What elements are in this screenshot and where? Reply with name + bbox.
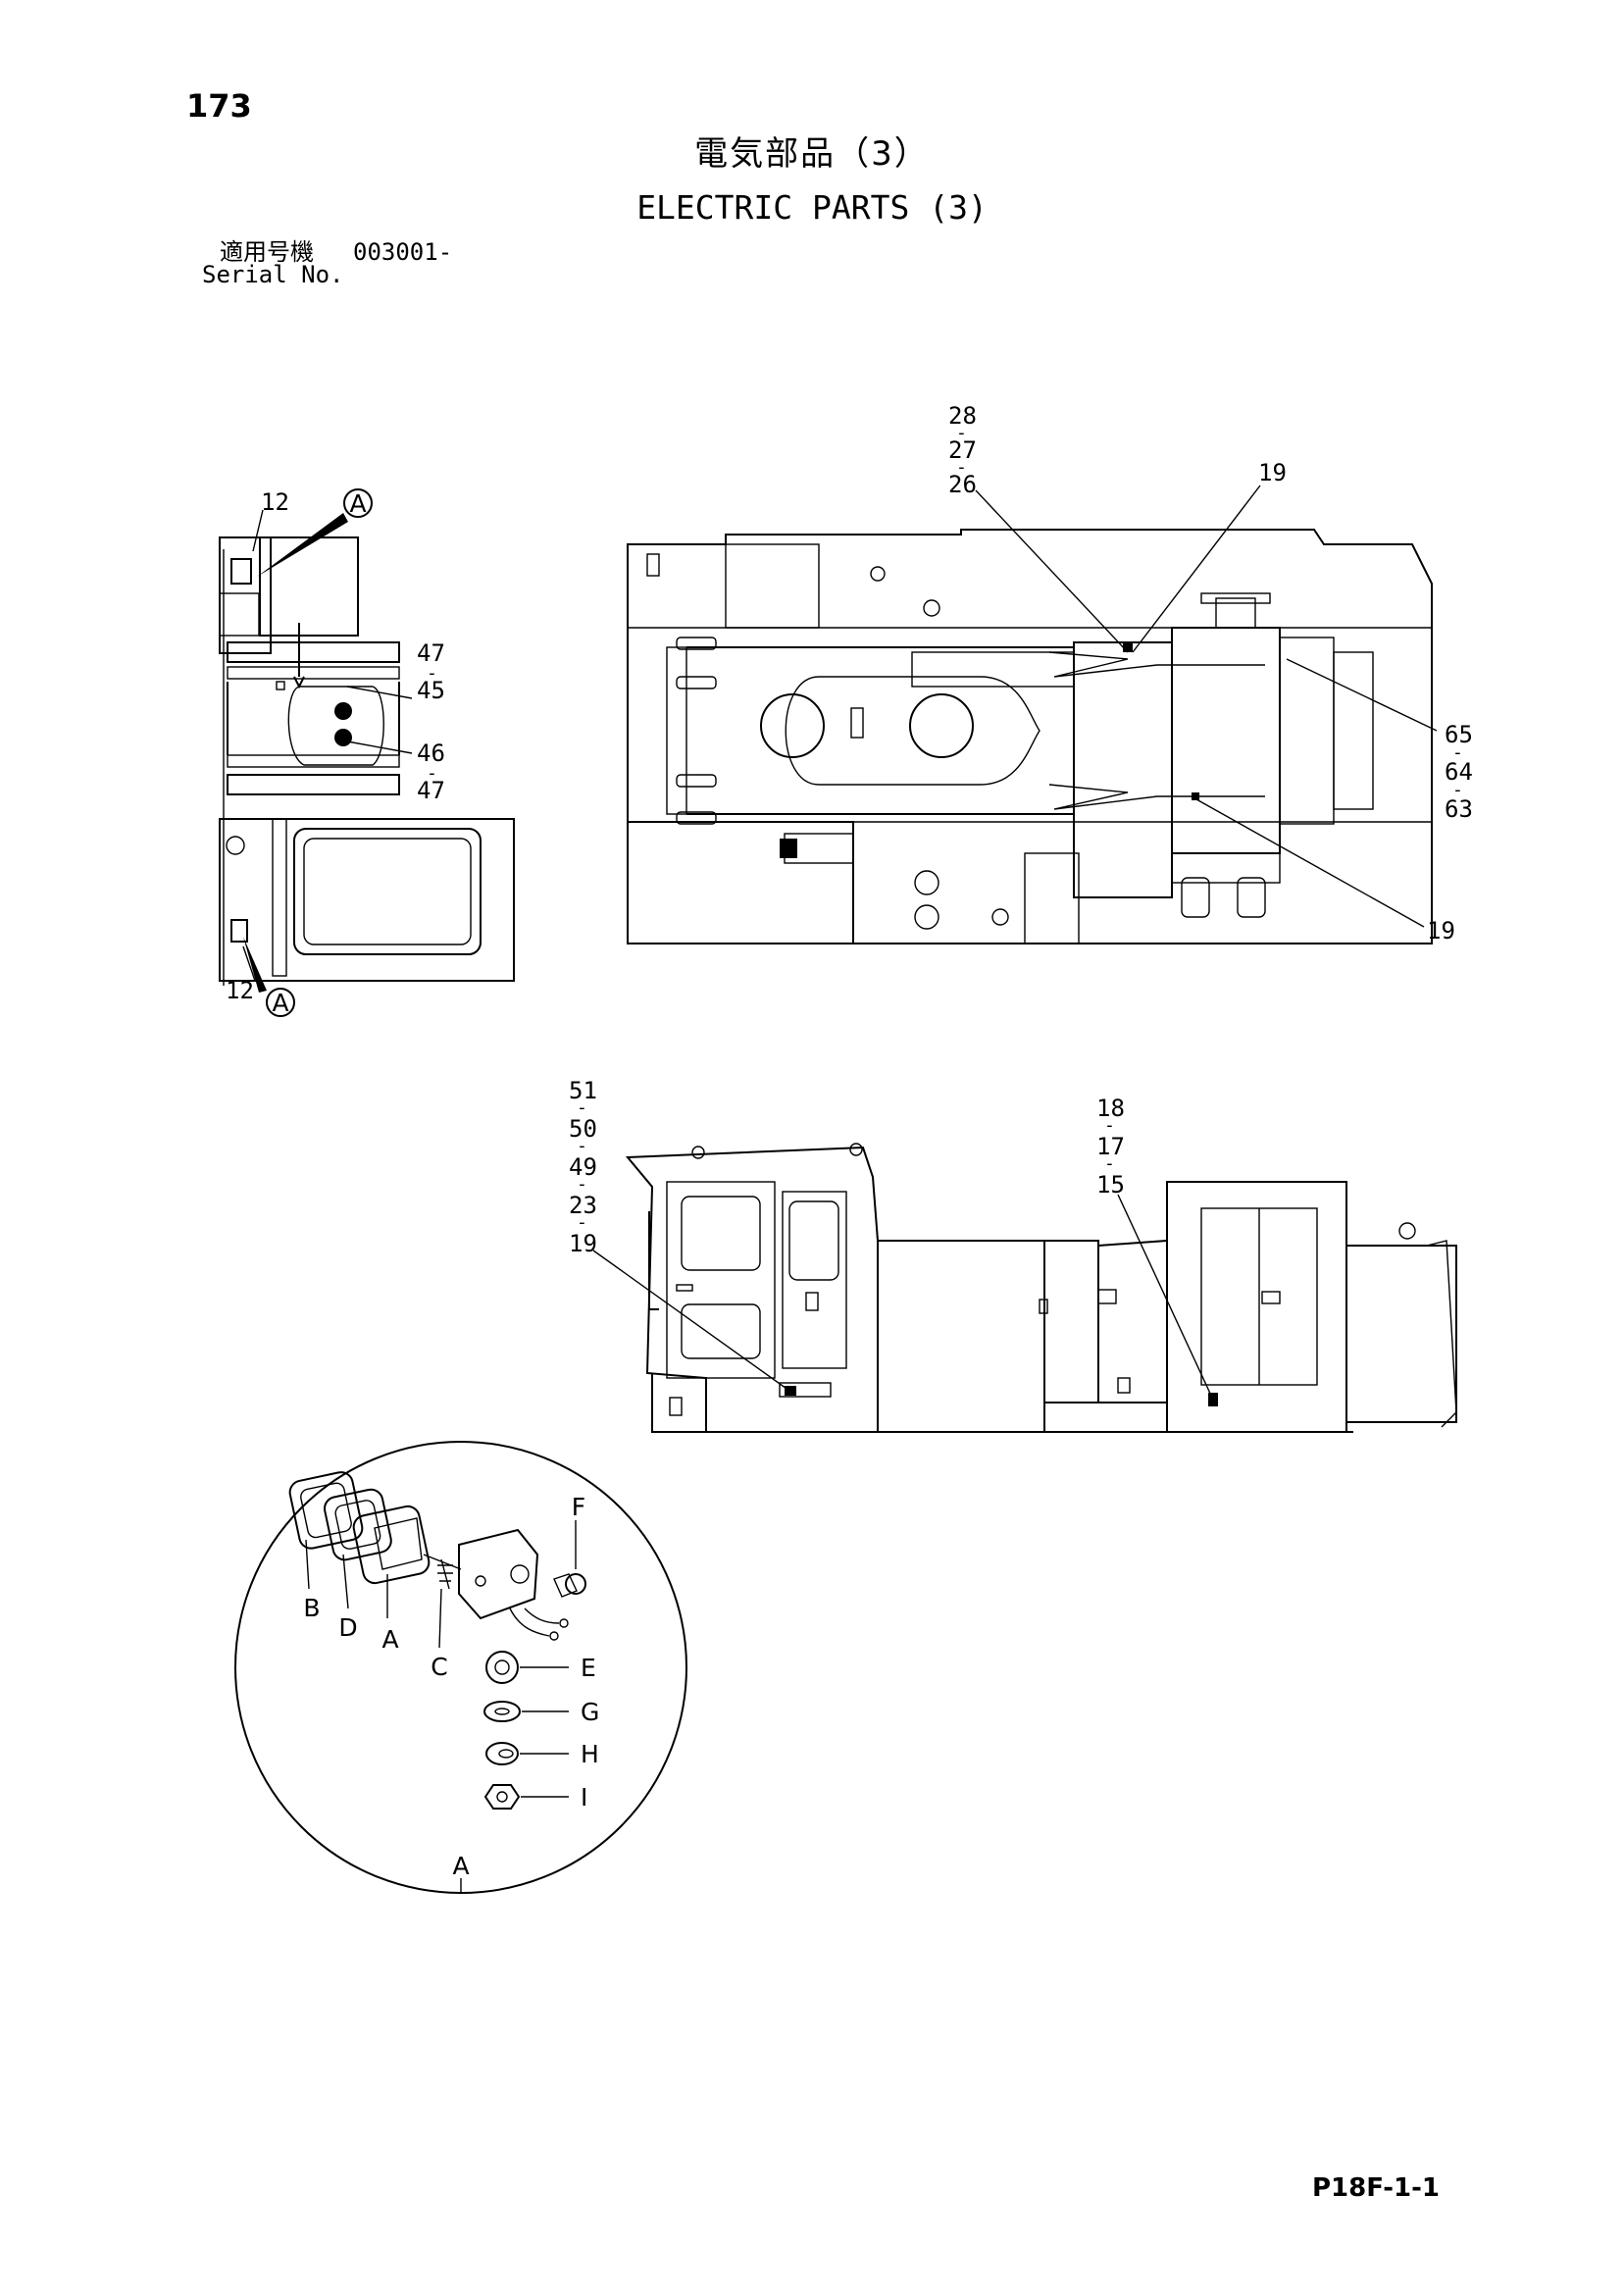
label-12-bottom: 12 xyxy=(226,977,254,1004)
label-12-top: 12 xyxy=(261,488,289,516)
left-view: A A 12 47 - 45 46 - 47 12 xyxy=(219,488,515,1017)
label-51: 51 xyxy=(569,1077,597,1104)
lamp-icon xyxy=(230,558,252,585)
detail-a-view: B D A C F E G H I A xyxy=(234,1441,687,1894)
label-23: 23 xyxy=(569,1192,597,1219)
detail-label: A xyxy=(452,1852,469,1880)
detail-ref-circle xyxy=(343,488,373,518)
label-65: 65 xyxy=(1445,721,1473,748)
lamp-icon xyxy=(230,919,248,943)
side-view: 51 - 50 - 49 - 23 - 19 18 - 17 - 15 xyxy=(569,1077,1457,1433)
dash: - xyxy=(1104,1153,1115,1174)
page-title-jp: 電気部品（3） xyxy=(694,134,930,174)
label-63: 63 xyxy=(1445,795,1473,823)
label-27: 27 xyxy=(948,436,977,464)
top-view: 28 - 27 - 26 19 65 - 64 - 63 19 xyxy=(627,402,1473,944)
dash: - xyxy=(956,457,967,478)
page-code: P18F-1-1 xyxy=(1312,2173,1440,2203)
label-18: 18 xyxy=(1096,1095,1125,1122)
page-title-en: ELECTRIC PARTS (3) xyxy=(636,188,988,227)
dash: - xyxy=(1452,780,1463,800)
part-C: C xyxy=(431,1653,447,1681)
part-G: G xyxy=(581,1698,599,1726)
label-46: 46 xyxy=(417,740,445,767)
part-F: F xyxy=(572,1493,585,1521)
part-E: E xyxy=(581,1654,596,1682)
part-A: A xyxy=(381,1625,398,1654)
label-49: 49 xyxy=(569,1153,597,1181)
part-D: D xyxy=(338,1613,357,1642)
dash: - xyxy=(427,763,437,784)
label-47-a: 47 xyxy=(417,639,445,667)
label-19-top: 19 xyxy=(1258,459,1287,486)
dash: - xyxy=(1452,742,1463,763)
label-28: 28 xyxy=(948,402,977,430)
detail-ref-circle xyxy=(266,988,295,1017)
label-64: 64 xyxy=(1445,758,1473,786)
serial-label-jp: 適用号機 xyxy=(220,238,314,266)
serial-value: 003001- xyxy=(353,238,453,266)
label-19-side: 19 xyxy=(569,1230,597,1257)
label-17: 17 xyxy=(1096,1133,1125,1160)
label-19-bottom: 19 xyxy=(1427,917,1455,944)
label-47-b: 47 xyxy=(417,777,445,804)
label-15: 15 xyxy=(1096,1171,1125,1199)
dash: - xyxy=(577,1212,587,1233)
dash: - xyxy=(577,1174,587,1195)
dash: - xyxy=(577,1136,587,1156)
part-I: I xyxy=(581,1783,587,1811)
part-B: B xyxy=(303,1594,320,1622)
detail-ref-bottom: A xyxy=(272,989,288,1017)
dash: - xyxy=(427,663,437,684)
label-50: 50 xyxy=(569,1115,597,1143)
label-45: 45 xyxy=(417,677,445,704)
dash: - xyxy=(956,423,967,443)
dash: - xyxy=(577,1097,587,1118)
serial-label-en: Serial No. xyxy=(202,261,344,288)
dash: - xyxy=(1104,1115,1115,1136)
part-H: H xyxy=(581,1740,599,1768)
label-26: 26 xyxy=(948,471,977,498)
detail-ref-top: A xyxy=(349,489,366,518)
page-number: 173 xyxy=(186,87,252,125)
